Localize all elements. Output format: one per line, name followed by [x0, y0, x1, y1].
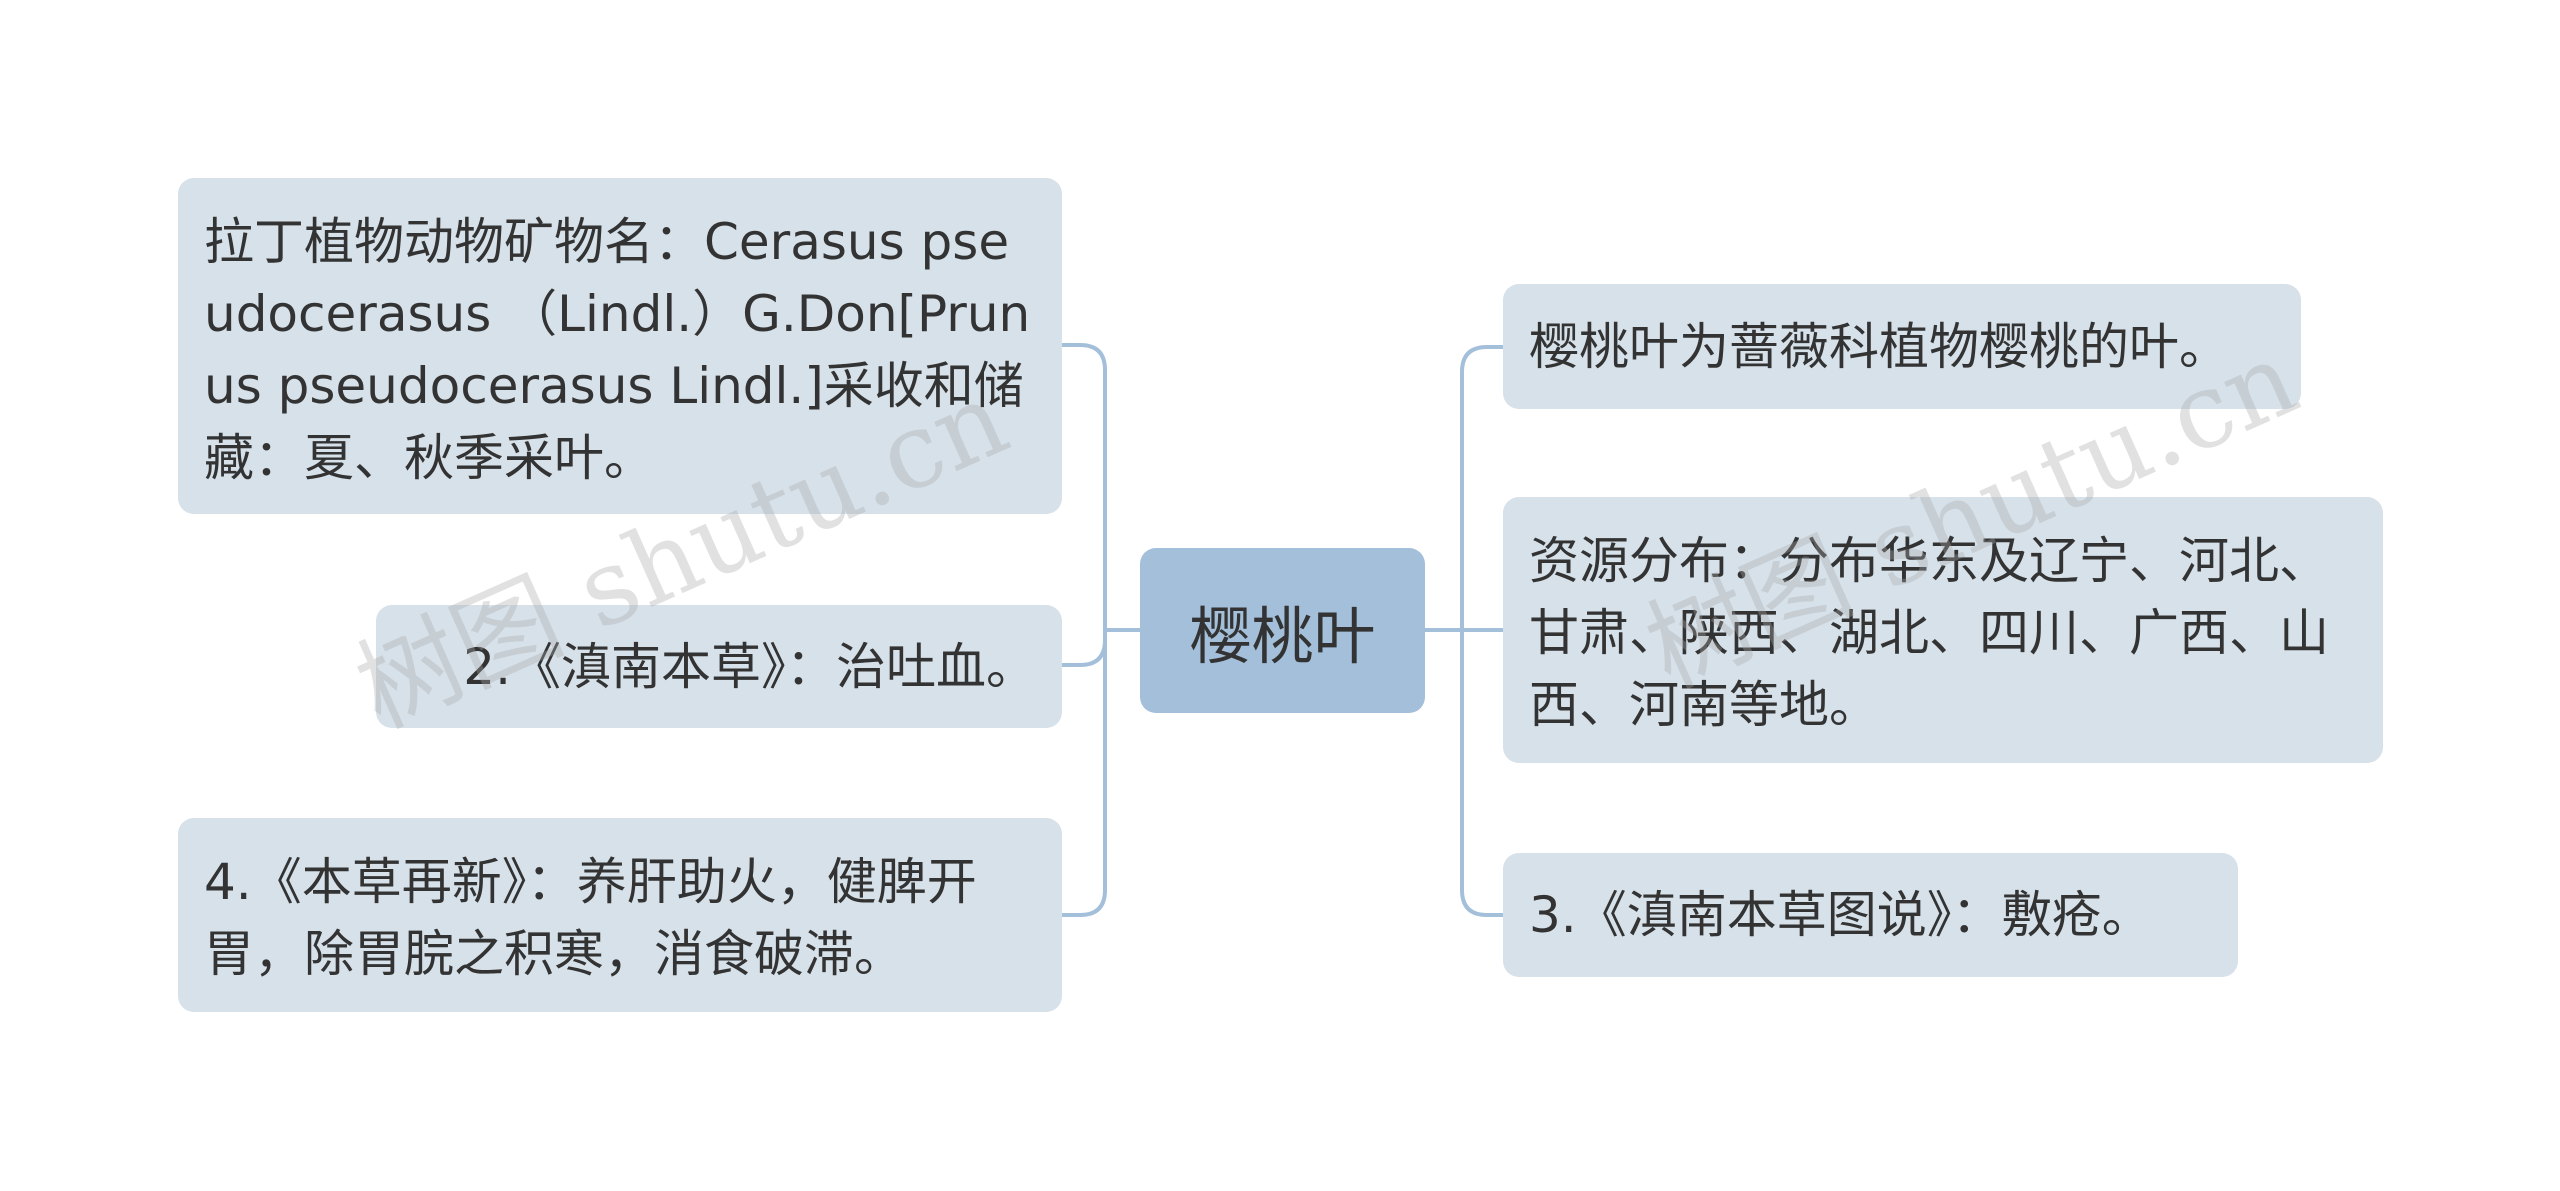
center-node-label: 樱桃叶	[1189, 599, 1376, 673]
connector-left-2	[1062, 630, 1107, 667]
left-node-diannan-bencao[interactable]: 2.《滇南本草》：治吐血。	[376, 605, 1062, 728]
right-node-1-text: 樱桃叶为蔷薇科植物樱桃的叶。	[1529, 317, 2229, 376]
connector-right-3	[1460, 630, 1503, 917]
center-node[interactable]: 樱桃叶	[1140, 548, 1425, 713]
right-node-distribution[interactable]: 资源分布：分布华东及辽宁、河北、甘肃、陕西、湖北、四川、广西、山西、河南等地。	[1503, 497, 2383, 763]
left-node-1-text: 拉丁植物动物矿物名：Cerasus pseudocerasus （Lindl.）…	[204, 213, 1031, 487]
connector-left-3	[1062, 630, 1107, 917]
left-node-3-text: 4.《本草再新》：养肝助火，健脾开胃，除胃脘之积寒，消食破滞。	[204, 853, 977, 983]
connector-left-1	[1062, 343, 1107, 630]
right-node-definition[interactable]: 樱桃叶为蔷薇科植物樱桃的叶。	[1503, 284, 2301, 409]
right-node-3-text: 3.《滇南本草图说》：敷疮。	[1529, 886, 2152, 944]
left-node-latin-name[interactable]: 拉丁植物动物矿物名：Cerasus pseudocerasus （Lindl.）…	[178, 178, 1062, 514]
right-node-2-text: 资源分布：分布华东及辽宁、河北、甘肃、陕西、湖北、四川、广西、山西、河南等地。	[1529, 532, 2329, 734]
left-node-2-text: 2.《滇南本草》：治吐血。	[463, 637, 1036, 696]
right-node-diannan-tushuo[interactable]: 3.《滇南本草图说》：敷疮。	[1503, 853, 2238, 977]
left-node-bencao-zaixin[interactable]: 4.《本草再新》：养肝助火，健脾开胃，除胃脘之积寒，消食破滞。	[178, 818, 1062, 1012]
connector-right-1	[1460, 345, 1503, 630]
